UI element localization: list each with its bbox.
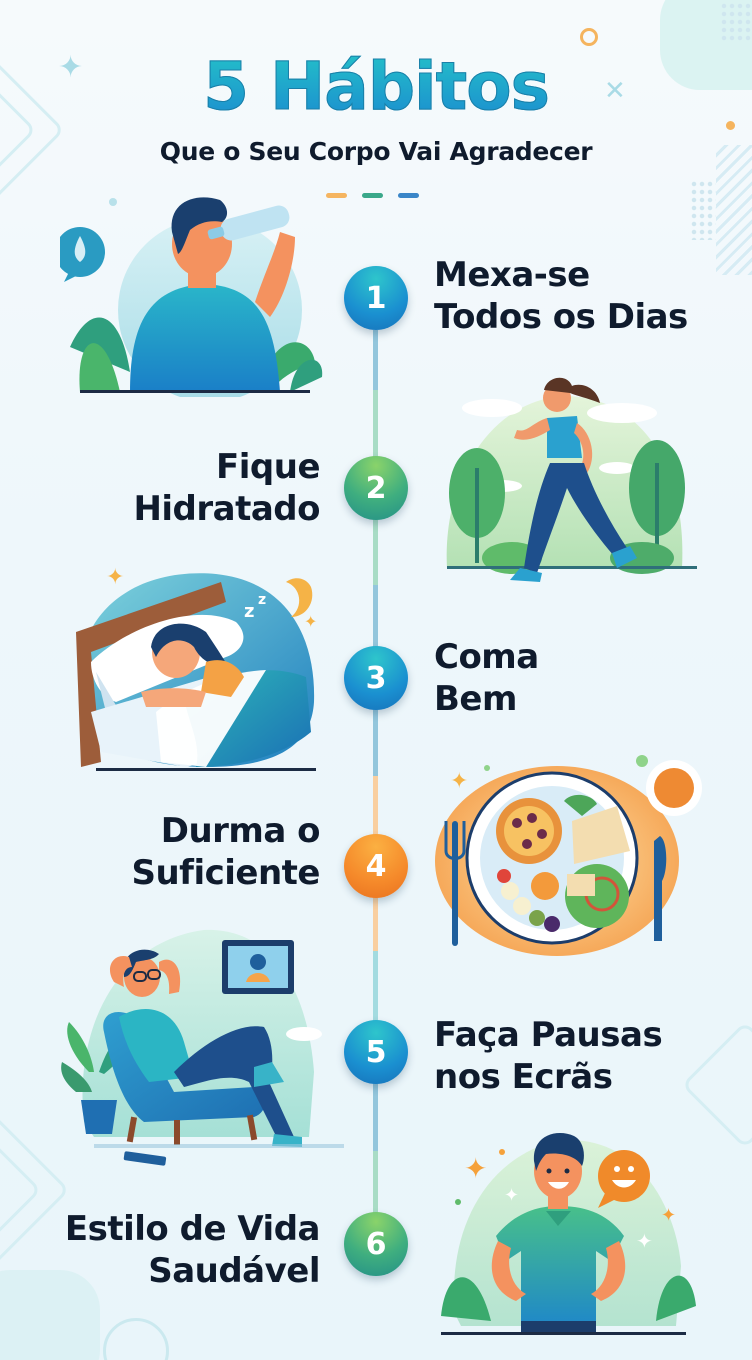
habit-label-5: Faça Pausas nos Ecrãs: [434, 1014, 663, 1098]
habit-label-line: Durma o: [160, 811, 321, 851]
habit-label-line: Estilo de Vida: [64, 1209, 321, 1249]
page-title: 5 Hábitos: [0, 48, 752, 126]
step-number-badge-1: 1: [344, 266, 408, 330]
habit-label-3: Coma Bem: [434, 636, 539, 720]
habit-label-line: Suficiente: [131, 853, 320, 893]
divider-dash: [326, 193, 347, 198]
timeline-connector: [373, 1083, 378, 1151]
habit-label-6: Estilo de Vida Saudável: [64, 1208, 321, 1292]
divider-dash: [362, 193, 383, 198]
sparkle-icon: ✕: [604, 78, 626, 104]
step-number-badge-5: 5: [344, 1020, 408, 1084]
habit-label-line: Hidratado: [133, 489, 320, 529]
habit-label-4: Durma o Suficiente: [131, 810, 320, 894]
timeline-connector: [373, 896, 378, 951]
timeline-connector: [373, 708, 378, 776]
woman-running-park-illustration: [432, 368, 702, 583]
man-relaxing-armchair-illustration: [54, 922, 349, 1167]
healthy-meal-plate-illustration: ✦: [432, 746, 702, 956]
step-number-badge-2: 2: [344, 456, 408, 520]
timeline-connector: [373, 330, 378, 390]
divider-dash: [398, 193, 419, 198]
background-blob-decoration: [0, 1270, 100, 1360]
habit-label-line: Todos os Dias: [434, 297, 688, 337]
svg-text:✦: ✦: [661, 1205, 676, 1226]
svg-text:✦: ✦: [304, 612, 317, 631]
stripe-pattern-decoration: [716, 145, 752, 275]
dot-decoration: [726, 121, 735, 130]
timeline-connector: [373, 390, 378, 460]
timeline-connector: [373, 585, 378, 650]
habit-label-line: Fique: [216, 447, 320, 487]
habit-label-line: Bem: [434, 679, 517, 719]
step-number-badge-3: 3: [344, 646, 408, 710]
step-number-badge-4: 4: [344, 834, 408, 898]
svg-text:✦: ✦: [464, 1152, 487, 1185]
habit-label-line: Saudável: [148, 1251, 320, 1291]
svg-text:z: z: [258, 592, 266, 608]
page-subtitle: Que o Seu Corpo Vai Agradecer: [159, 137, 593, 166]
habit-label-line: nos Ecrãs: [434, 1057, 613, 1097]
svg-text:✦: ✦: [504, 1185, 519, 1206]
timeline-connector: [373, 1151, 378, 1216]
svg-text:✦: ✦: [636, 1229, 653, 1253]
habit-label-line: Faça Pausas: [434, 1015, 663, 1055]
habit-label-1: Mexa-se Todos os Dias: [434, 254, 688, 338]
man-drinking-water-illustration: [60, 192, 330, 397]
timeline-connector: [373, 515, 378, 585]
ring-decoration: [580, 28, 598, 46]
happy-man-smiling-illustration: ✦ ✦ ✦ ✦: [436, 1116, 711, 1338]
step-number-badge-6: 6: [344, 1212, 408, 1276]
sparkle-icon: ✦: [58, 53, 83, 83]
woman-sleeping-bed-illustration: ✦ ✦ z z: [66, 562, 336, 774]
habit-label-line: Coma: [434, 637, 539, 677]
svg-text:z: z: [244, 601, 254, 622]
timeline-connector: [373, 776, 378, 836]
ring-decoration: [103, 1318, 169, 1360]
sparkle-icon: ✦: [106, 565, 124, 590]
timeline-connector: [373, 951, 378, 1021]
dot-pattern-decoration: [690, 180, 716, 240]
habit-label-line: Mexa-se: [434, 255, 590, 295]
svg-text:✦: ✦: [450, 769, 468, 794]
habit-label-2: Fique Hidratado: [133, 446, 320, 530]
dot-pattern-decoration: [720, 2, 752, 42]
